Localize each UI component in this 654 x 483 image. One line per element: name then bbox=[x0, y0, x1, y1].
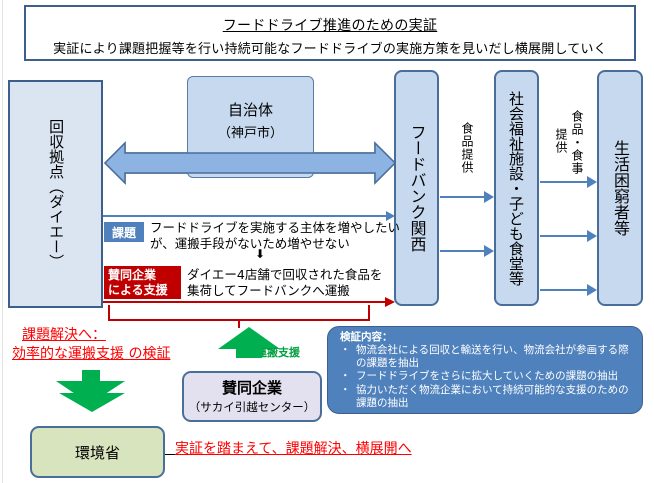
title-main: フードドライブ推進のための実証 bbox=[222, 18, 438, 34]
support-text: ダイエー4店舗で回収された食品を 集荷してフードバンクへ運搬 bbox=[187, 267, 382, 300]
verification-list: 物流会社による回収と輸送を行い、物流会社が参画する際の課題を抽出 フードドライブ… bbox=[340, 344, 634, 410]
support-tag-line-2: による支援 bbox=[108, 282, 168, 297]
resolution-text: 課題解決へ： 効率的な運搬支援 の検証 bbox=[12, 326, 170, 364]
page-edge bbox=[2, 0, 3, 483]
red-arrow-head bbox=[385, 297, 395, 307]
company-sub: （サカイ引越センター） bbox=[188, 400, 316, 414]
food-meal-label: 食品・食事 bbox=[570, 110, 584, 175]
needy-box: 生活困窮者等 bbox=[597, 70, 643, 306]
municipality-box: 自治体 （神戸市） bbox=[187, 76, 314, 178]
issue-tag: 課題 bbox=[104, 222, 144, 242]
municipality-sub: （神戸市） bbox=[217, 126, 283, 141]
issue-line-2: が、運搬手段がないため増やせない bbox=[150, 235, 350, 251]
food-provision-label: 食品提供 bbox=[460, 122, 474, 174]
ministry-box: 環境省 bbox=[30, 426, 165, 478]
support-tag-line-1: 賛同企業 bbox=[108, 268, 157, 283]
arrow-head bbox=[587, 176, 597, 188]
verification-heading: 検証内容： bbox=[340, 331, 393, 343]
verification-item: 物流会社による回収と輸送を行い、物流会社が参画する際の課題を抽出 bbox=[340, 344, 634, 370]
resolution-line-1: 課題解決へ： bbox=[22, 327, 106, 343]
verification-box: 検証内容： 物流会社による回収と輸送を行い、物流会社が参画する際の課題を抽出 フ… bbox=[327, 326, 643, 414]
arrow-head bbox=[484, 245, 494, 257]
arrow-head bbox=[484, 191, 494, 203]
connector-line bbox=[165, 454, 175, 455]
arrow-head bbox=[386, 211, 395, 221]
title-subtitle: 実証により課題把握等を行い持続可能なフードドライブの実施方策を見いだし横展開して… bbox=[53, 42, 607, 57]
arrow-head bbox=[587, 284, 597, 296]
support-line-2: 集荷してフードバンクへ運搬 bbox=[187, 283, 350, 299]
company-box: 賛同企業 （サカイ引越センター） bbox=[182, 371, 322, 422]
verification-item: フードドライブをさらに拡大していくための課題の抽出 bbox=[340, 370, 634, 383]
red-bracket bbox=[108, 305, 370, 321]
issue-line-1: フードドライブを実施する主体を増やしたい bbox=[150, 220, 401, 235]
support-line-1: ダイエー4店舗で回収された食品を bbox=[187, 267, 383, 282]
red-bracket-tick bbox=[238, 320, 240, 328]
verification-item: 協力いただく物流企業において持続可能的な支援のための課題の抽出 bbox=[340, 384, 634, 410]
resolution-line-2: 効率的な運搬支援 の検証 bbox=[12, 345, 171, 362]
arrow-head bbox=[587, 230, 597, 242]
welfare-box: 社会福祉施設・子ども食堂等 bbox=[494, 70, 539, 306]
conclusion-text: 実証を踏まえて、課題解決、横展開へ bbox=[175, 441, 412, 457]
transport-support-label: 運搬支援 bbox=[256, 346, 300, 359]
collection-point-box: 回収拠点（ダイエー） bbox=[8, 80, 103, 308]
support-tag: 賛同企業 による支援 bbox=[104, 266, 181, 299]
company-name: 賛同企業 bbox=[221, 379, 282, 397]
down-arrow-icon: ⬇ bbox=[255, 247, 266, 261]
title-box: フードドライブ推進のための実証 実証により課題把握等を行い持続可能なフードドライ… bbox=[24, 5, 636, 61]
food-bank-box: フードバンク関西 bbox=[394, 70, 439, 306]
provision-label: 提供 bbox=[554, 128, 568, 154]
issue-text: フードドライブを実施する主体を増やしたい が、運搬手段がないため増やせない bbox=[150, 220, 400, 251]
municipality-name: 自治体 bbox=[227, 101, 273, 119]
